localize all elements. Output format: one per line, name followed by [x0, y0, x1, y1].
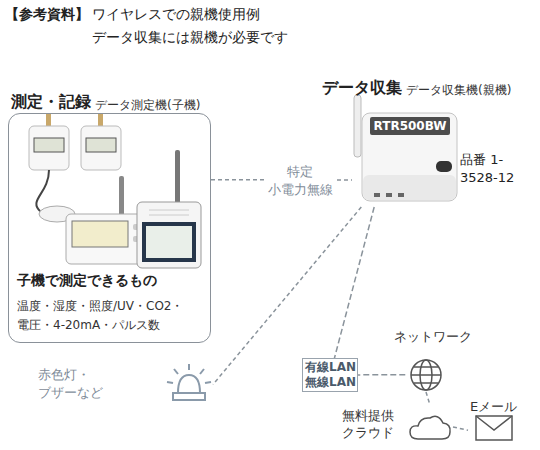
graphic-part	[86, 138, 116, 152]
graphic-part	[200, 369, 204, 374]
graphic-part	[119, 176, 124, 216]
email-node: Eメール	[468, 398, 530, 444]
graphic-part	[476, 416, 512, 440]
graphic-part	[362, 113, 457, 201]
graphic-part	[414, 366, 438, 368]
graphic-part	[386, 193, 392, 197]
wireless-link	[426, 392, 430, 405]
group-heading: 測定・記録	[11, 92, 91, 113]
email-text: Eメール	[470, 398, 517, 416]
part-number: 品番 1-3528-12	[460, 151, 535, 187]
graphic-part	[363, 175, 456, 200]
graphic-part	[149, 210, 189, 211]
graphic-part	[354, 95, 361, 157]
wireless-link	[330, 207, 408, 375]
header-note: データ収集には親機が必要です	[92, 29, 288, 47]
alarm-node: 赤色灯・ ブザーなど	[38, 362, 213, 407]
graphic-part	[29, 126, 69, 170]
graphic-part	[146, 226, 192, 258]
receiver-heading: データ収集	[322, 78, 402, 99]
receiver-node: データ収集データ収集機(親機)品番 1-3528-12RTR500BW	[352, 95, 537, 207]
graphic-part	[167, 382, 173, 383]
graphic-part	[142, 222, 196, 262]
network-node: ネットワーク	[408, 328, 444, 392]
graphic-part	[175, 150, 180, 206]
graphic-part	[436, 161, 452, 172]
graphic-part	[476, 416, 512, 430]
model-name: RTR500BW	[370, 117, 450, 135]
page-title: 【参考資料】	[5, 6, 89, 24]
graphic-part	[205, 382, 211, 383]
graphic-part	[411, 360, 441, 390]
graphic-part	[137, 202, 201, 268]
link-label: 特定 小電力無線	[264, 163, 336, 199]
cloud-text: 無料提供 クラウド	[338, 407, 398, 441]
graphic-part	[174, 369, 178, 374]
graphic-part	[398, 193, 404, 197]
receiver-device	[352, 95, 537, 207]
graphic-part	[410, 416, 450, 439]
network-text: ネットワーク	[394, 328, 472, 346]
graphic-part	[149, 215, 189, 216]
graphic-part	[414, 382, 438, 384]
wireless-link	[453, 427, 468, 430]
graphic-part	[411, 374, 441, 376]
graphic-part	[374, 193, 380, 197]
header-note: ワイヤレスでの親機使用例	[92, 6, 260, 24]
group-subheading: データ測定機(子機)	[95, 97, 200, 114]
graphic-part	[188, 364, 190, 370]
graphic-part	[72, 221, 128, 247]
measurement-list: 温度・湿度・照度/UV・CO2・ 電圧・4-20mA・パルス数	[17, 297, 207, 335]
graphic-part	[34, 138, 64, 152]
graphic-part	[36, 170, 49, 212]
model-badge: RTR500BW	[370, 117, 450, 135]
cloud-node: 無料提供 クラウド	[338, 405, 453, 445]
sensor-group-box: 測定・記録データ測定機(子機)子機で測定できるもの温度・湿度・照度/UV・CO2…	[8, 113, 211, 343]
link-label: 有線LAN 無線LAN	[302, 358, 358, 392]
receiver-subheading: データ収集機(親機)	[406, 82, 511, 99]
graphic-part	[178, 375, 200, 393]
alarm-text: 赤色灯・ ブザーなど	[38, 366, 110, 402]
list-heading: 子機で測定できるもの	[17, 272, 157, 290]
graphic-part	[173, 393, 205, 400]
graphic-part	[81, 126, 121, 170]
